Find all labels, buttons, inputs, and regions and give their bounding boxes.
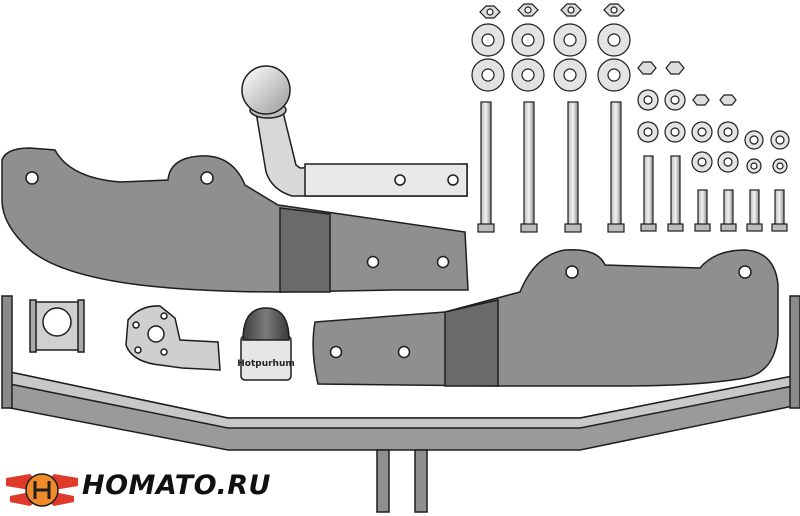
socket-plate (125, 305, 221, 371)
long-bolt (567, 101, 579, 227)
main-cross-beam (1, 295, 800, 513)
medium-bolt (643, 155, 654, 227)
short-bolt (749, 189, 760, 227)
long-bolt (610, 101, 622, 227)
right-mounting-bracket (312, 249, 779, 387)
washers-and-nuts-group (471, 3, 790, 174)
short-bolt (774, 189, 785, 227)
nut-icon (479, 5, 501, 19)
nut-icon (560, 3, 582, 17)
nut-icon (637, 61, 657, 75)
wing-h-emblem-icon (6, 473, 78, 507)
cap-brand-label: Hotpurhum (237, 359, 295, 369)
left-mounting-bracket (1, 147, 469, 293)
long-bolt (523, 101, 535, 227)
nut-icon (603, 3, 625, 17)
nut-icon (517, 3, 539, 17)
nut-icon (692, 94, 710, 106)
nut-icon (665, 61, 685, 75)
bolts-group (477, 101, 788, 233)
brand-logo-text: HOMATO.RU (82, 470, 271, 501)
long-bolt (480, 101, 492, 227)
medium-bolt (670, 155, 681, 227)
tow-ball-arm (241, 65, 468, 197)
socket-bracket (29, 299, 85, 353)
nut-icon (719, 94, 737, 106)
short-bolt (723, 189, 734, 227)
ball-cap (240, 307, 292, 381)
short-bolt (697, 189, 708, 227)
